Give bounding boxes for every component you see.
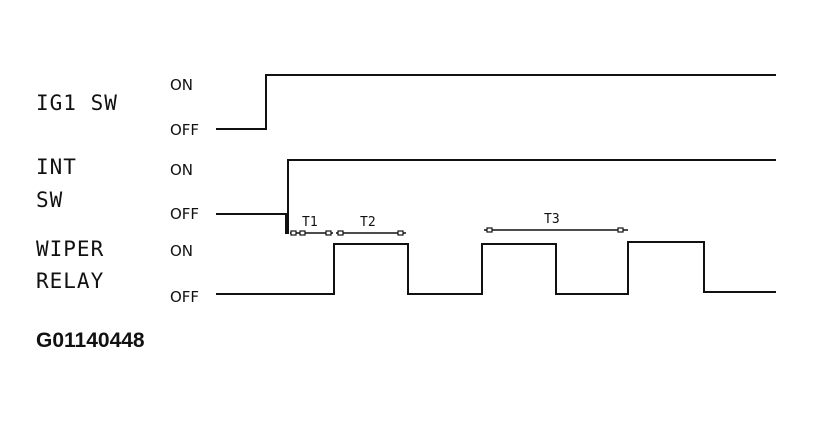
relay-off-label: OFF xyxy=(170,288,199,306)
t1-end-tick xyxy=(325,230,332,236)
t3-end-tick xyxy=(617,227,624,233)
t2-label: T2 xyxy=(360,215,376,230)
int-off-label: OFF xyxy=(170,205,199,223)
figure-id: G01140448 xyxy=(36,329,145,352)
ig1-off-label: OFF xyxy=(170,121,199,139)
t3-label: T3 xyxy=(544,212,560,227)
int-on-label: ON xyxy=(170,161,193,179)
wiper-relay-label-line2: RELAY xyxy=(36,269,104,293)
ig1-waveform xyxy=(216,74,776,130)
int-sw-label-line1: INT xyxy=(36,155,77,179)
t1-mid-tick xyxy=(299,230,306,236)
relay-on-label: ON xyxy=(170,242,193,260)
ig1-sw-label: IG1 SW xyxy=(36,91,118,115)
int-sw-label-line2: SW xyxy=(36,188,63,212)
t1-start-tick xyxy=(290,230,297,236)
t1-label: T1 xyxy=(302,215,318,230)
t2-start-tick xyxy=(337,230,344,236)
t3-start-tick xyxy=(486,227,493,233)
int-waveform xyxy=(216,159,776,234)
ig1-on-label: ON xyxy=(170,76,193,94)
wiper-relay-label-line1: WIPER xyxy=(36,237,104,261)
relay-waveform xyxy=(216,241,776,295)
t2-end-tick xyxy=(397,230,404,236)
